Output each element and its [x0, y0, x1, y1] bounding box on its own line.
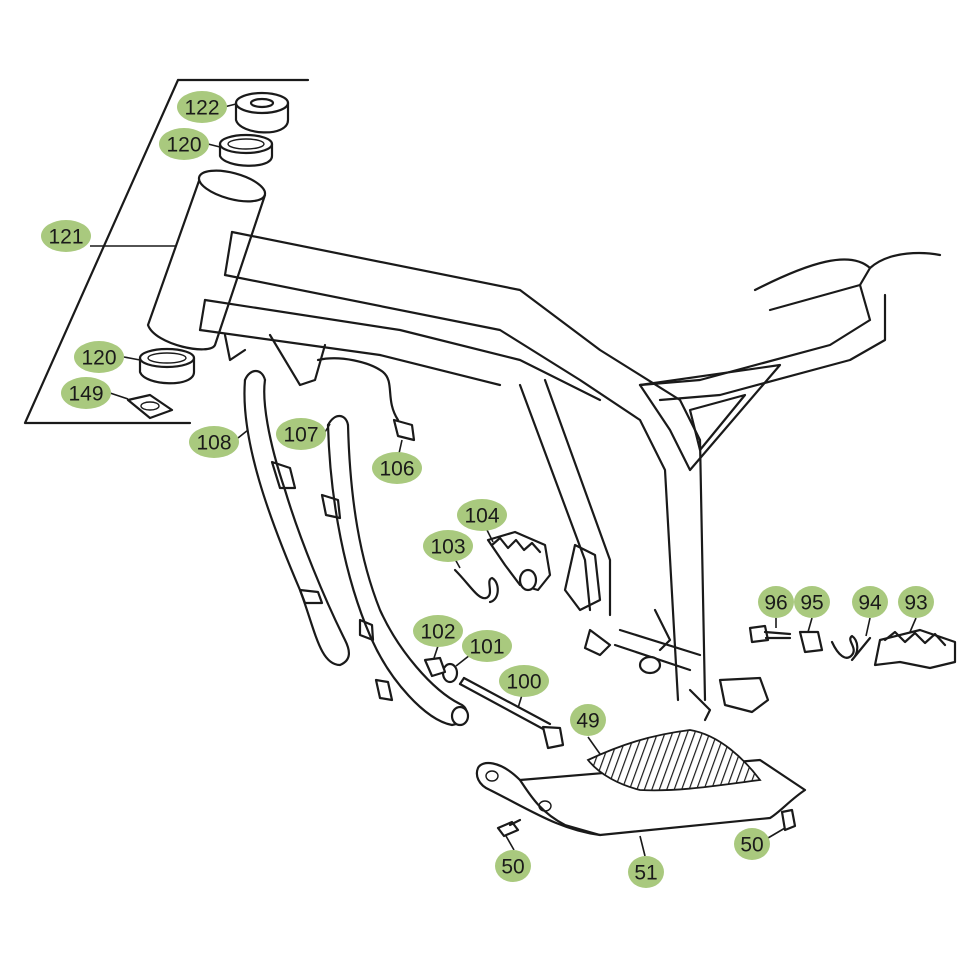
callout-label: 120 — [166, 134, 201, 157]
callout-badge-bg — [159, 128, 209, 160]
callout-label: 121 — [48, 226, 83, 249]
wire-connector — [316, 357, 416, 442]
callout-badge-bg — [177, 91, 227, 123]
callout-label: 93 — [904, 592, 927, 615]
callout-102: 102 — [413, 615, 463, 647]
callout-49: 49 — [570, 704, 606, 736]
callout-label: 50 — [501, 856, 524, 879]
callout-badge-bg — [499, 665, 549, 697]
callout-badge-bg — [628, 856, 664, 888]
cradle-tube-108 — [243, 369, 350, 667]
callout-label: 51 — [634, 862, 657, 885]
footpeg-right — [748, 624, 957, 670]
callout-label: 50 — [740, 834, 763, 857]
callout-label: 103 — [430, 536, 465, 559]
callout-badge-bg — [794, 586, 830, 618]
callout-badge-bg — [462, 630, 512, 662]
callout-101: 101 — [462, 630, 512, 662]
mount-bolt — [423, 656, 565, 750]
head-parts-upper — [218, 91, 290, 167]
callout-badge-bg — [41, 220, 91, 252]
callout-104: 104 — [457, 499, 507, 531]
callout-label: 104 — [464, 505, 499, 528]
callout-149: 149 — [61, 377, 111, 409]
callout-badge-bg — [570, 704, 606, 736]
callout-badge-bg — [457, 499, 507, 531]
callout-95: 95 — [794, 586, 830, 618]
callout-93: 93 — [898, 586, 934, 618]
callout-badge-bg — [413, 615, 463, 647]
footpeg-left — [453, 530, 552, 604]
callout-50: 50 — [734, 828, 770, 860]
skid-plate — [475, 729, 807, 837]
callout-122: 122 — [177, 91, 227, 123]
callout-badge-bg — [372, 452, 422, 484]
frame-drawing — [146, 169, 942, 722]
callout-106: 106 — [372, 452, 422, 484]
callout-badge-bg — [74, 341, 124, 373]
callout-107: 107 — [276, 418, 326, 450]
callout-label: 149 — [68, 383, 103, 406]
callout-label: 108 — [196, 432, 231, 455]
callout-badge-bg — [852, 586, 888, 618]
callout-label: 107 — [283, 424, 318, 447]
callout-120: 120 — [159, 128, 209, 160]
callout-label: 100 — [506, 671, 541, 694]
callout-50: 50 — [495, 850, 531, 882]
callout-badge-bg — [898, 586, 934, 618]
callout-label: 120 — [81, 347, 116, 370]
callout-label: 102 — [420, 621, 455, 644]
callout-badge-bg — [423, 530, 473, 562]
callout-96: 96 — [758, 586, 794, 618]
skid-screws — [496, 808, 797, 838]
callout-badge-bg — [758, 586, 794, 618]
callout-94: 94 — [852, 586, 888, 618]
callout-badges: 122 120 121 120 149 108 107 106 104 103 96 95 94 93 10… — [41, 91, 934, 888]
callout-badge-bg — [495, 850, 531, 882]
callout-120: 120 — [74, 341, 124, 373]
callout-badge-bg — [734, 828, 770, 860]
callout-badge-bg — [61, 377, 111, 409]
steering-head-frame-box — [23, 78, 310, 425]
head-parts-lower — [126, 347, 196, 420]
callout-label: 49 — [576, 710, 599, 733]
callout-100: 100 — [499, 665, 549, 697]
leader-lines — [90, 103, 917, 857]
callout-label: 106 — [379, 458, 414, 481]
callout-badge-bg — [189, 426, 239, 458]
callout-label: 96 — [764, 592, 787, 615]
callout-badge-bg — [276, 418, 326, 450]
callout-103: 103 — [423, 530, 473, 562]
callout-51: 51 — [628, 856, 664, 888]
callout-label: 94 — [858, 592, 882, 615]
cradle-tube-107 — [320, 414, 470, 727]
callout-121: 121 — [41, 220, 91, 252]
callout-108: 108 — [189, 426, 239, 458]
callout-label: 122 — [184, 97, 219, 120]
callout-label: 101 — [469, 636, 504, 659]
callout-label: 95 — [800, 592, 823, 615]
